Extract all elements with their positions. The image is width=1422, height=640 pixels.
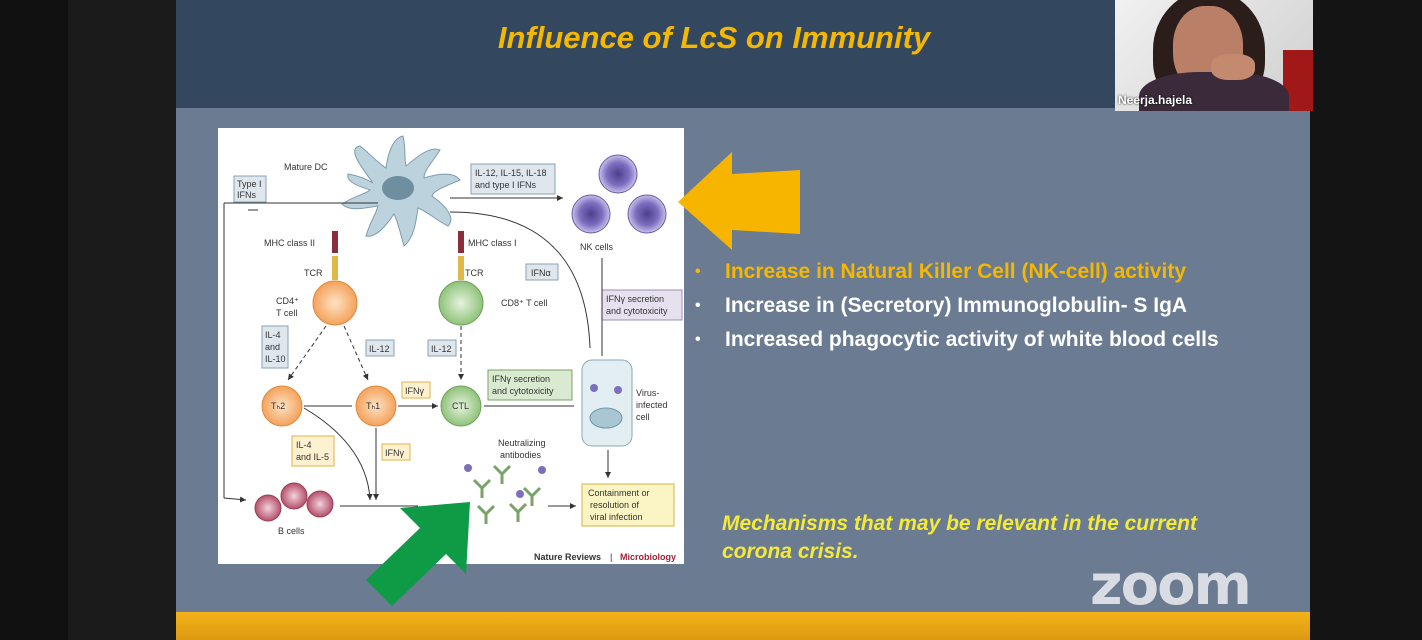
ifng-secretion-box-2: [487, 369, 573, 401]
th1-label: Tₕ1: [366, 401, 380, 411]
ifng-secretion-2-line2: and cytotoxicity: [492, 386, 554, 396]
mhc2-label: MHC class II: [264, 238, 315, 248]
ctl-label: CTL: [452, 401, 469, 411]
containment-line2: resolution of: [590, 500, 640, 510]
bullet-nk-activity: •Increase in Natural Killer Cell (NK-cel…: [695, 260, 1186, 283]
mechanisms-note: Mechanisms that may be relevant in the c…: [722, 512, 1197, 563]
il12-box-a: [365, 339, 395, 357]
ifng-secretion-1-line2: and cytotoxicity: [606, 306, 668, 316]
credit-separator: |: [610, 552, 612, 562]
ifna-box: [525, 263, 559, 281]
il12-label-a: IL-12: [369, 344, 390, 354]
virus-label-3: cell: [636, 412, 650, 422]
il-cytokines-label-2: and type I IFNs: [475, 180, 537, 190]
antibodies: [472, 464, 542, 524]
th1-cell: [355, 385, 397, 427]
neutralizing-label-1: Neutralizing: [498, 438, 546, 448]
mhc1-receptor: [458, 231, 464, 253]
cd4-label-1: CD4⁺: [276, 296, 299, 306]
ifng-secretion-2-line1: IFNγ secretion: [492, 374, 550, 384]
bullet-text-1: Increase in Natural Killer Cell (NK-cell…: [725, 260, 1186, 283]
slide-bottom-bar: [176, 612, 1310, 640]
arrow-th2-down: [303, 407, 373, 501]
left-black-margin: [0, 0, 68, 640]
il-cytokines-label-1: IL-12, IL-15, IL-18: [475, 168, 547, 178]
il4-il5-box: [291, 435, 335, 467]
ifng-box-1: [401, 381, 431, 399]
bullet-phagocytic: •Increased phagocytic activity of white …: [695, 328, 1219, 351]
th2-label: Tₕ2: [271, 401, 285, 411]
virus-label-2: infected: [636, 400, 668, 410]
cd8-label: CD8⁺ T cell: [501, 298, 547, 308]
type1-ifns-box: [233, 175, 267, 203]
participant-name: Neerja.hajela: [1118, 93, 1193, 107]
nk-cells-label: NK cells: [580, 242, 614, 252]
cd4-t-cell: [312, 280, 358, 326]
virus-label-1: Virus-: [636, 388, 659, 398]
b-cells-label: B cells: [278, 526, 305, 536]
mature-dc-cell: [341, 135, 461, 247]
mature-dc-label: Mature DC: [284, 162, 328, 172]
containment-line3: viral infection: [590, 512, 643, 522]
cd8-t-cell: [438, 280, 484, 326]
ifna-label: IFNα: [531, 268, 551, 278]
arrow-to-bcells: [223, 496, 247, 503]
il-cytokines-box: [470, 163, 556, 195]
ifng-secretion-1-line1: IFNγ secretion: [606, 294, 664, 304]
ifng-label-1: IFNγ: [405, 386, 424, 396]
virus-infected-cell: [581, 359, 633, 447]
ifng-box-2: [381, 443, 411, 461]
dashed-arrow-th2: [287, 325, 327, 381]
green-arrow-icon: [366, 502, 470, 606]
bullet-list: •Increase in Natural Killer Cell (NK-cel…: [694, 258, 1294, 360]
il4-il5-line2: and IL-5: [296, 452, 329, 462]
dashed-arrow-th1: [343, 325, 369, 381]
slide-title: Influence of LcS on Immunity: [497, 20, 931, 55]
ctl-cell: [440, 385, 482, 427]
th2-cell: [261, 385, 303, 427]
type1-ifns-label-1: Type I: [237, 179, 262, 189]
yellow-arrow-icon: [678, 152, 800, 250]
virion-1: [464, 464, 472, 472]
mhc2-receptor: [332, 231, 338, 253]
bullet-text-3: Increased phagocytic activity of white b…: [725, 328, 1219, 351]
bullet-text-2: Increase in (Secretory) Immunoglobulin- …: [725, 294, 1188, 317]
zoom-logo: zoom: [1090, 553, 1252, 618]
virion-3: [516, 490, 524, 498]
containment-line1: Containment or: [588, 488, 650, 498]
left-dark-panel: [68, 0, 176, 640]
il4-il10-line2: and: [265, 342, 280, 352]
credit-section: Microbiology: [620, 552, 676, 562]
ifng-label-2: IFNγ: [385, 448, 404, 458]
il12-box-b: [427, 339, 457, 357]
immunity-diagram: Mature DC Type I IFNs IL-12, IL-15, IL-1…: [223, 135, 683, 562]
right-black-margin: [1310, 0, 1422, 640]
body-shape: [1139, 72, 1289, 111]
il4-il10-line1: IL-4: [265, 330, 281, 340]
tcr-label-1: TCR: [304, 268, 323, 278]
immunity-figure: Mature DC Type I IFNs IL-12, IL-15, IL-1…: [218, 128, 684, 564]
bullet-siga: •Increase in (Secretory) Immunoglobulin-…: [695, 294, 1188, 317]
il12-label-b: IL-12: [431, 344, 452, 354]
neutralizing-label-2: antibodies: [500, 450, 542, 460]
participant-video-tile[interactable]: Neerja.hajela: [1115, 0, 1313, 111]
cd4-label-2: T cell: [276, 308, 297, 318]
credit-journal: Nature Reviews: [534, 552, 601, 562]
nk-cells: [571, 154, 667, 234]
hand-shape: [1211, 54, 1255, 80]
arrow-dc-virus: [449, 211, 591, 349]
il4-il10-box: [261, 325, 289, 369]
containment-box: [581, 483, 675, 527]
tcr-receptor-1: [332, 256, 338, 280]
il4-il10-line3: IL-10: [265, 354, 286, 364]
tcr-label-2: TCR: [465, 268, 484, 278]
virion-2: [538, 466, 546, 474]
type1-ifns-label-2: IFNs: [237, 190, 256, 200]
il4-il5-line1: IL-4: [296, 440, 312, 450]
mhc1-label: MHC class I: [468, 238, 517, 248]
tcr-receptor-2: [458, 256, 464, 280]
b-cells: [254, 482, 334, 522]
